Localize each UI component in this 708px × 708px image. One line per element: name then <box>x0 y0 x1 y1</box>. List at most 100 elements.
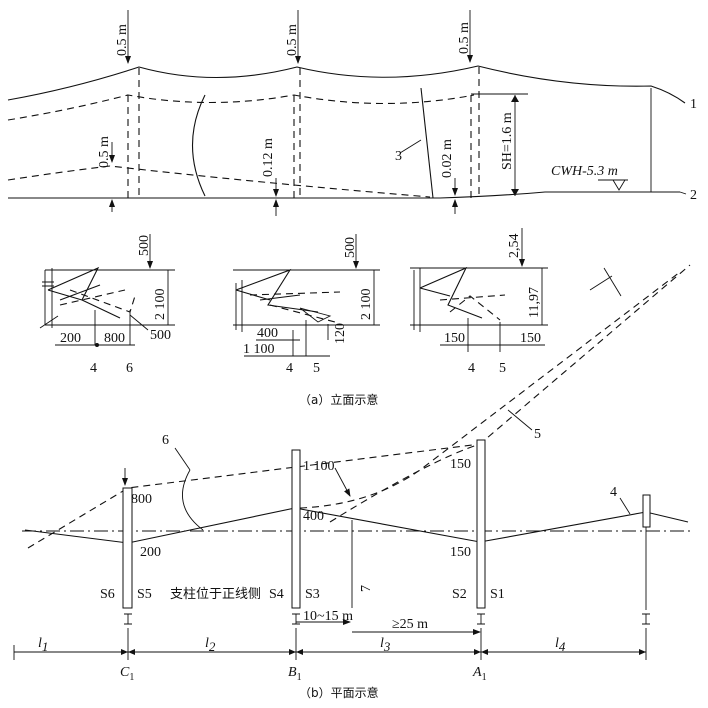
clearance-label-2: 0.5 m <box>285 24 300 56</box>
d3-mast <box>413 268 421 332</box>
arr-b1-l <box>289 649 296 655</box>
plan-n5: 5 <box>534 427 541 442</box>
label-s3: S3 <box>305 587 320 602</box>
plan-150a: 150 <box>450 457 471 472</box>
clearance-label-002: 0.02 m <box>440 139 455 178</box>
caption-b: （b）平面示意 <box>299 685 379 700</box>
arc-6 <box>182 469 204 531</box>
label-2: 2 <box>690 188 697 203</box>
messenger-dashed <box>7 94 475 121</box>
sh-arrow-bottom <box>511 189 519 196</box>
detail-2: 500 2 100 400 1 100 120 4 5 <box>233 234 380 376</box>
span-l4: l4 <box>555 636 566 654</box>
plan-mast-far <box>589 275 613 291</box>
leader-3 <box>399 139 422 154</box>
mast-4-plan <box>642 494 651 528</box>
curved-dropper <box>192 94 206 197</box>
d1-leader-500 <box>129 314 149 331</box>
d2-clamp <box>299 307 332 323</box>
arr-a1-l <box>474 649 481 655</box>
plan-n7: 7 <box>359 585 374 592</box>
clearance-label-3: 0.5 m <box>457 22 472 54</box>
d1-500-side: 500 <box>150 328 171 343</box>
label-a1: A1 <box>472 665 487 683</box>
plan-n6: 6 <box>162 433 169 448</box>
clearance-label-012: 0.12 m <box>261 138 276 177</box>
plan-mast-far-bar <box>603 267 622 297</box>
label-3: 3 <box>395 149 402 164</box>
leader-4 <box>619 497 631 515</box>
detail-1: 500 2 100 200 800 500 4 6 <box>39 234 175 376</box>
plan-contact-wire <box>24 507 689 544</box>
label-b1: B1 <box>288 665 302 683</box>
label-s4: S4 <box>269 587 284 602</box>
d1-brace <box>39 315 59 329</box>
leader-5 <box>507 409 533 431</box>
rail-line-rise <box>439 191 680 199</box>
leader-6 <box>174 447 191 471</box>
mast-s1 <box>476 439 486 609</box>
plan-dist1: 10~15 m <box>303 609 353 624</box>
plan-dist2: ≥25 m <box>392 617 428 632</box>
d2-500: 500 <box>343 237 358 258</box>
mast-s5 <box>122 487 133 609</box>
d2-2100: 2 100 <box>359 289 374 321</box>
d2-1100: 1 100 <box>243 342 275 357</box>
d3-150b: 150 <box>520 331 541 346</box>
d3-254: 2,54 <box>507 234 522 259</box>
plan-dashed-5a <box>329 264 691 523</box>
arrow-1100 <box>334 467 351 497</box>
label-s6: S6 <box>100 587 115 602</box>
d2-n4: 4 <box>286 361 293 376</box>
d2-mast <box>235 280 243 332</box>
contact-wire-1 <box>7 65 686 104</box>
arr-a1-r <box>481 649 488 655</box>
d2-400: 400 <box>257 326 278 341</box>
label-s2: S2 <box>452 587 467 602</box>
elevation-view: 0.5 m 0.5 m 0.5 m 0.5 m 0.12 m 0.02 m SH… <box>7 10 697 216</box>
mast-4-base <box>642 613 650 625</box>
d3-n4: 4 <box>468 361 475 376</box>
cwh-label: CWH-5.3 m <box>551 164 618 179</box>
span-l3: l3 <box>380 636 391 654</box>
label-s5: S5 <box>137 587 152 602</box>
d1-dot <box>95 343 99 347</box>
d1-500: 500 <box>137 235 152 256</box>
d2-bracket <box>235 268 319 313</box>
d1-200: 200 <box>60 331 81 346</box>
span-l1: l1 <box>38 636 48 654</box>
d1-bracket <box>47 266 121 319</box>
d3-n5: 5 <box>499 361 506 376</box>
d3-150a: 150 <box>444 331 465 346</box>
plan-800: 800 <box>131 492 152 507</box>
mast-s4-base <box>292 613 300 625</box>
arr-b1-r <box>296 649 303 655</box>
d1-insulator <box>42 281 54 287</box>
clearance-label-left: 0.5 m <box>97 136 112 168</box>
cwh-marker <box>612 179 626 191</box>
d1-2100: 2 100 <box>153 289 168 321</box>
d1-n6: 6 <box>126 361 133 376</box>
d2-dashed-bracket <box>249 291 341 323</box>
label-1: 1 <box>690 97 697 112</box>
mast-s4 <box>291 449 301 609</box>
plan-view: 5 6 800 200 S6 S5 1 100 400 S4 S3 7 150 … <box>13 264 691 683</box>
plan-n4: 4 <box>610 485 617 500</box>
label-c1: C1 <box>120 665 134 683</box>
plan-dashed-5b <box>299 271 681 509</box>
lower-dashed-wire <box>7 165 431 198</box>
d2-120: 120 <box>333 323 348 344</box>
d1-mast <box>44 268 53 328</box>
mast-s5-base <box>124 613 132 625</box>
d3-1197: 11,97 <box>527 287 542 318</box>
d2-n5: 5 <box>313 361 320 376</box>
d1-n4: 4 <box>90 361 97 376</box>
caption-a: （a）立面示意 <box>299 392 378 407</box>
dropper-3 <box>420 87 434 199</box>
sh-label: SH=1.6 m <box>500 112 515 170</box>
arr-end <box>639 649 646 655</box>
plan-1100: 1 100 <box>303 459 335 474</box>
detail-3: 2,54 11,97 150 150 4 5 <box>410 228 548 376</box>
